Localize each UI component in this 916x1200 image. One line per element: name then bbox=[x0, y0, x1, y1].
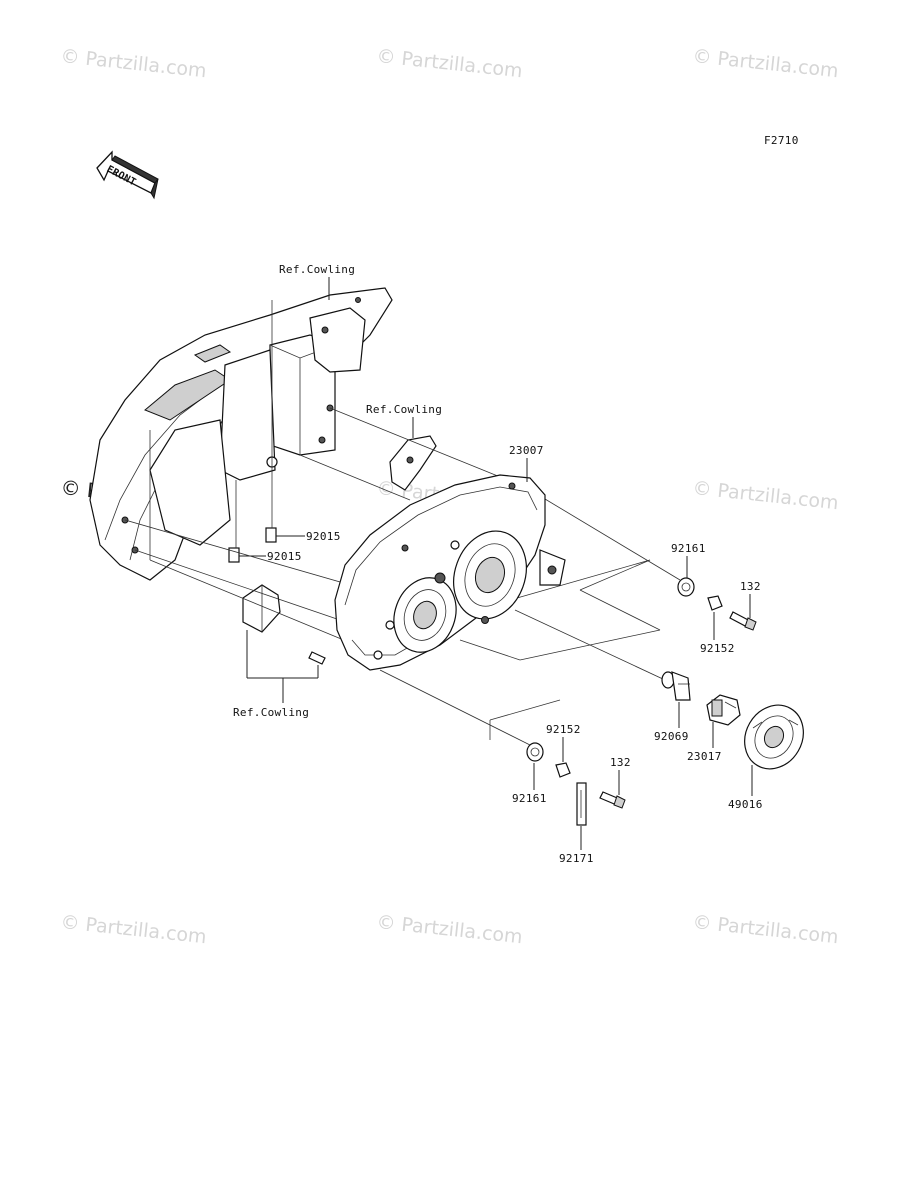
bolt-132-top bbox=[729, 611, 757, 631]
cover-49016 bbox=[744, 704, 804, 770]
collar-92152-top bbox=[707, 595, 723, 611]
part-92015-a: 92015 bbox=[306, 530, 341, 543]
part-23007: 23007 bbox=[509, 444, 544, 457]
watermark: © Partzilla.com bbox=[691, 45, 839, 82]
nut-clip-92015-b bbox=[228, 547, 240, 563]
cowling-bracket bbox=[89, 287, 393, 581]
lower-bracket bbox=[242, 584, 326, 665]
watermark: © Partzilla.com bbox=[691, 477, 839, 514]
collar-92152-bottom bbox=[555, 762, 571, 778]
bolt-132-bottom bbox=[599, 791, 626, 809]
ref-cowling-label-top: Ref.Cowling bbox=[279, 263, 355, 276]
watermark: © Partzilla.com bbox=[691, 911, 839, 948]
grommet-92161-bottom bbox=[526, 742, 544, 762]
mid-bracket bbox=[389, 435, 437, 491]
part-92152-top: 92152 bbox=[700, 642, 735, 655]
bulb-92069 bbox=[661, 671, 691, 701]
watermark: © Partzilla.com bbox=[59, 45, 207, 82]
watermark: © Partzilla.com bbox=[375, 45, 523, 82]
part-92152-bottom: 92152 bbox=[546, 723, 581, 736]
watermark: © Partzilla.com bbox=[375, 911, 523, 948]
ref-cowling-label-mid: Ref.Cowling bbox=[366, 403, 442, 416]
socket-23017 bbox=[706, 694, 741, 726]
part-92069: 92069 bbox=[654, 730, 689, 743]
ref-cowling-label-bottom: Ref.Cowling bbox=[233, 706, 309, 719]
part-132-top: 132 bbox=[740, 580, 761, 593]
front-arrow-icon: FRONT bbox=[96, 150, 159, 200]
part-92171: 92171 bbox=[559, 852, 594, 865]
part-92161-top: 92161 bbox=[671, 542, 706, 555]
part-92015-b: 92015 bbox=[267, 550, 302, 563]
watermark: © Partzilla.com bbox=[59, 911, 207, 948]
part-23017: 23017 bbox=[687, 750, 722, 763]
grommet-92161-top bbox=[677, 577, 695, 597]
part-132-bottom: 132 bbox=[610, 756, 631, 769]
band-92171 bbox=[576, 782, 587, 826]
diagram-code: F2710 bbox=[764, 134, 799, 147]
part-49016: 49016 bbox=[728, 798, 763, 811]
headlight-assembly bbox=[334, 474, 566, 671]
part-92161-bottom: 92161 bbox=[512, 792, 547, 805]
nut-clip-92015-a bbox=[265, 527, 277, 543]
